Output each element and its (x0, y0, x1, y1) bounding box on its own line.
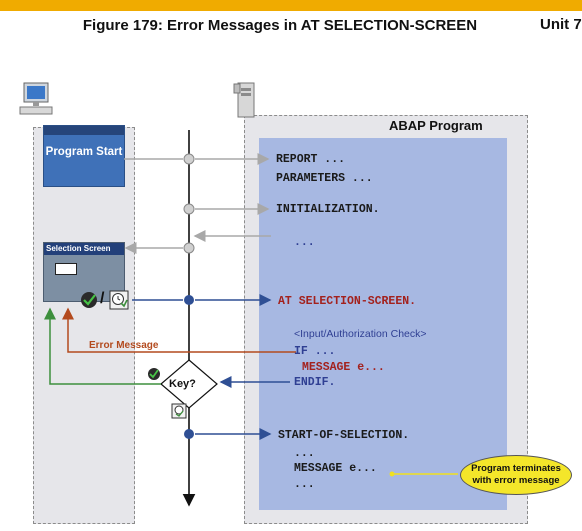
error-message-label: Error Message (89, 340, 159, 351)
code-dots: ... (294, 236, 315, 249)
code-start-of-selection: START-OF-SELECTION. (278, 429, 410, 442)
event-node (183, 153, 195, 165)
ok-arrow (44, 307, 161, 385)
code-message: MESSAGE e... (302, 361, 385, 374)
code-if: IF ... (294, 345, 336, 358)
key-decision (160, 359, 218, 409)
server-icon (233, 82, 255, 118)
event-node (183, 203, 195, 215)
clock-execute-icon (109, 290, 129, 310)
code-dots: ... (294, 447, 315, 460)
brand-bar (0, 0, 582, 11)
event-node (183, 242, 195, 254)
code-endif: ENDIF. (294, 376, 336, 389)
code-message-2: MESSAGE e... (294, 462, 377, 475)
code-report: REPORT ... (276, 153, 346, 166)
event-node (184, 295, 194, 305)
abap-program-title: ABAP Program (389, 118, 483, 133)
computer-icon (19, 82, 53, 115)
event-node (184, 429, 194, 439)
terminate-note-text: Program terminates with error message (471, 463, 561, 486)
code-parameters: PARAMETERS ... (276, 172, 373, 185)
slash-separator: / (100, 290, 105, 307)
selection-screen-input (55, 263, 77, 275)
code-at-selection-screen: AT SELECTION-SCREEN. (278, 295, 417, 308)
green-check-icon (148, 368, 160, 380)
figure-title: Figure 179: Error Messages in AT SELECTI… (82, 17, 478, 34)
code-comment: <Input/Authorization Check> (294, 328, 427, 340)
code-initialization: INITIALIZATION. (276, 203, 380, 216)
selection-screen-label: Selection Screen (46, 244, 111, 253)
green-check-icon (81, 292, 97, 308)
program-start-label: Program Start (45, 146, 123, 158)
terminate-note: Program terminates with error message (460, 455, 572, 495)
code-dots: ... (294, 478, 315, 491)
key-label: Key? (169, 378, 196, 390)
clock-execute-icon (171, 403, 187, 419)
unit-label: Unit 7 (540, 16, 582, 33)
program-start-box: Program Start (43, 125, 125, 187)
abap-program-box (259, 138, 507, 510)
error-message-arrow (62, 307, 296, 353)
